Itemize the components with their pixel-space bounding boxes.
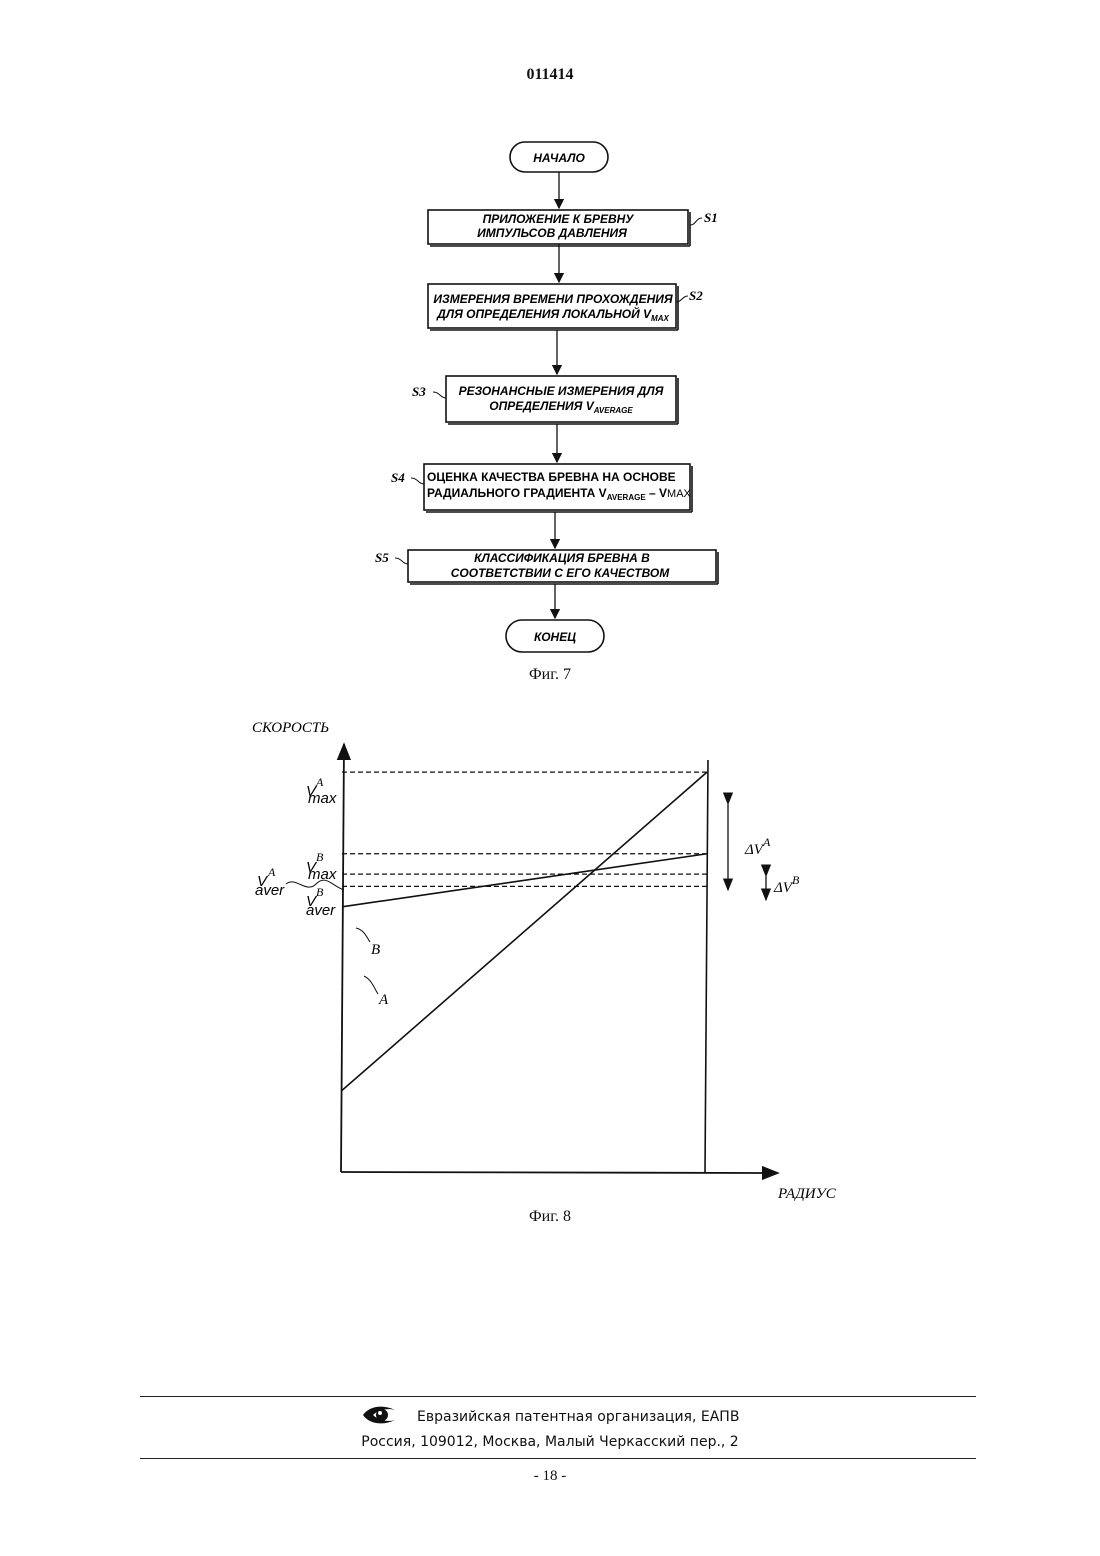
label-vmax-a: V A max [306,775,337,807]
step-s1-line1: ПРИЛОЖЕНИЕ К БРЕВНУ [483,212,635,226]
fig8-caption: Фиг. 8 [0,1208,1100,1226]
footer-bottom-rule [140,1458,976,1459]
y-axis-label: СКОРОСТЬ [252,720,329,736]
x-axis-label: РАДИУС [777,1186,837,1202]
step-s4-line2-sub: AVERAGE [607,493,647,502]
series-line-a [342,772,707,1090]
label-vmax-b: V B max [306,850,337,883]
step-s4-line2-main: РАДИАЛЬНОГО ГРАДИЕНТА V [427,486,607,500]
end-label: КОНЕЦ [534,630,576,644]
label-vmax-b-sup: B [316,850,324,864]
footer-address: Россия, 109012, Москва, Малый Черкасский… [0,1434,1100,1450]
label-vaver-b: V B aver [306,885,336,919]
delta-b-label: ΔVB [773,873,800,896]
step-s2-box [428,284,676,328]
delta-b-sup: B [792,873,800,887]
step-s2-line2: ДЛЯ ОПРЕДЕЛЕНИЯ ЛОКАЛЬНОЙ VMAX [436,305,669,323]
document-number: 011414 [0,66,1100,84]
step-s1-line2: ИМПУЛЬСОВ ДАВЛЕНИЯ [477,226,627,240]
y-axis [341,744,344,1172]
delta-a-base: ΔV [744,842,765,858]
step-s4-label: S4 [391,470,405,485]
step-s4-line2: РАДИАЛЬНОГО ГРАДИЕНТА VAVERAGE – VMAX [427,486,692,502]
label-vaver-b-sup: B [316,885,324,899]
step-s2-line2-sub: MAX [651,314,669,323]
flowchart-fig7: НАЧАЛО ПРИЛОЖЕНИЕ К БРЕВНУ ИМПУЛЬСОВ ДАВ… [0,130,1100,790]
label-vaver-b-sub: aver [306,902,336,919]
step-s3-label: S3 [412,384,426,399]
series-a-label: A [378,992,389,1008]
footer-top-rule [140,1396,976,1397]
step-s2-label: S2 [689,288,703,303]
step-s4-line2-tail: – V [646,486,667,500]
step-s2-line1: ИЗМЕРЕНИЯ ВРЕМЕНИ ПРОХОЖДЕНИЯ [433,292,673,306]
label-vmax-a-sup: A [315,775,324,789]
step-s4-line2-tail-sub: MAX [667,488,692,500]
label-vaver-a-sup: A [267,865,276,879]
delta-a-label: ΔVA [744,835,771,858]
label-vmax-a-sub: max [308,790,337,807]
eapo-logo-icon [361,1404,397,1430]
reference-lines [342,772,707,886]
step-s1-label: S1 [704,210,718,225]
series-b-label: B [371,942,380,958]
step-s5-label: S5 [375,550,389,565]
delta-a-sup: A [762,835,771,849]
start-label: НАЧАЛО [533,151,585,165]
page-number: - 18 - [0,1468,1100,1485]
delta-b-base: ΔV [773,880,794,896]
x-axis [341,1172,778,1173]
step-s3-line2-main: ОПРЕДЕЛЕНИЯ V [489,399,594,413]
fig7-caption: Фиг. 7 [0,666,1100,684]
label-vaver-a: V A aver [255,865,285,899]
outer-radius-line [705,760,708,1172]
series-lines [342,772,707,1090]
series-line-b [342,854,707,907]
label-vaver-a-sub: aver [255,882,285,899]
step-s4-line1: ОЦЕНКА КАЧЕСТВА БРЕВНА НА ОСНОВЕ [427,470,676,484]
step-s2-line2-main: ДЛЯ ОПРЕДЕЛЕНИЯ ЛОКАЛЬНОЙ V [436,305,652,321]
step-s5-line1: КЛАССИФИКАЦИЯ БРЕВНА В [474,551,650,565]
step-s5-line2: СООТВЕТСТВИИ С ЕГО КАЧЕСТВОМ [451,566,671,580]
footer-org: Евразийская патентная организация, ЕАПВ [417,1409,739,1425]
line-diagram-fig8: СКОРОСТЬ РАДИУС V A max V B max V A aver… [0,700,1100,1220]
step-s3-line2-sub: AVERAGE [593,406,634,415]
step-s3-line1: РЕЗОНАНСНЫЕ ИЗМЕРЕНИЯ ДЛЯ [459,384,664,398]
footer-org-line: Евразийская патентная организация, ЕАПВ [0,1404,1100,1430]
